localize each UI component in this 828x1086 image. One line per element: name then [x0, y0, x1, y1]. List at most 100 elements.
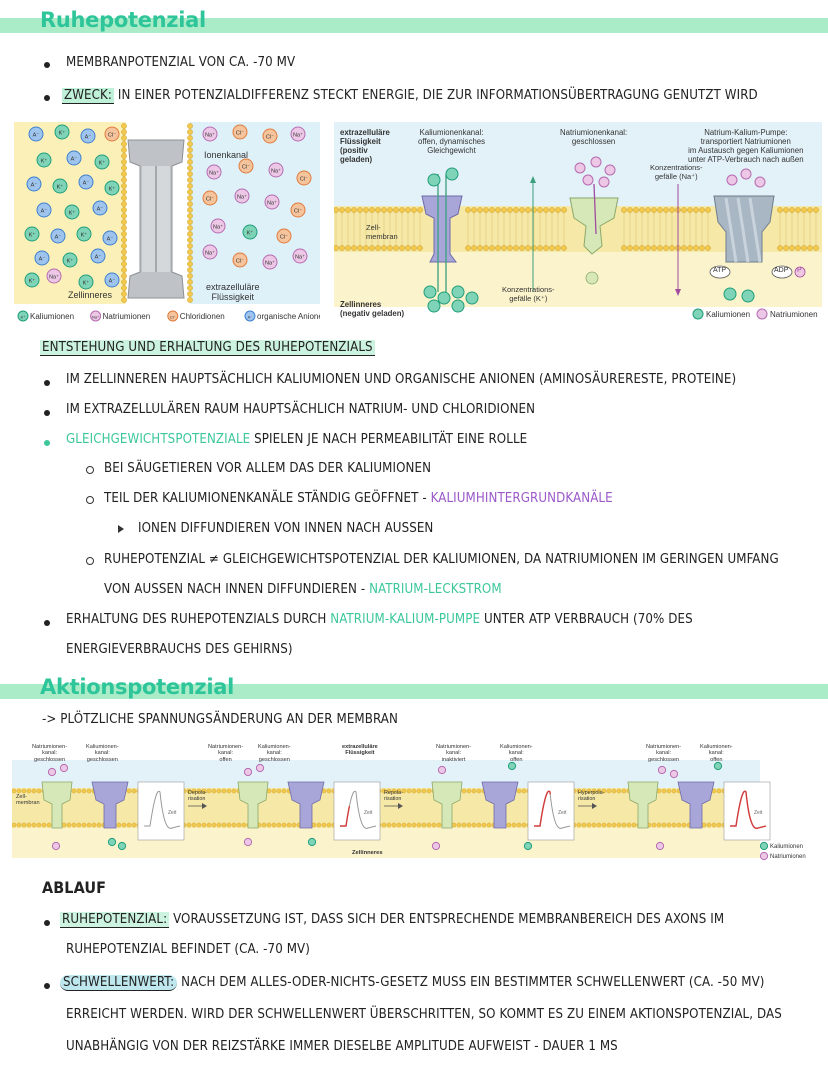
lipid-head: [645, 207, 651, 213]
ion-marker: Na⁺: [268, 162, 284, 178]
lipid-head: [789, 207, 795, 213]
svg-text:A⁻: A⁻: [71, 157, 78, 163]
text-line-r2: Ruhepotenzial befindet (ca. -70 mV): [66, 942, 310, 957]
lipid-head: [645, 245, 651, 251]
legend-label: Kaliumionen: [770, 844, 803, 850]
lipid-head: [386, 822, 392, 828]
lipid-head: [543, 245, 549, 251]
heading-entstehung-text: Entstehung und Erhaltung des Ruhepotenzi…: [40, 340, 375, 356]
lipid-head: [611, 788, 617, 794]
ion-marker: K⁺: [104, 180, 120, 196]
lipid-head: [187, 165, 193, 171]
text-sw1: nach dem Alles-oder-Nichts-Gesetz muss e…: [177, 975, 765, 990]
lipid-head: [477, 207, 483, 213]
lipid-head: [391, 788, 397, 794]
lipid-head: [651, 245, 657, 251]
lipid-head: [187, 147, 193, 153]
lipid-head: [61, 822, 67, 828]
text-r1: Voraussetzung ist, dass sich der entspre…: [169, 912, 725, 927]
lipid-head: [187, 231, 193, 237]
lipid-head: [661, 788, 667, 794]
lipid-head: [596, 788, 602, 794]
ion-marker: [437, 765, 447, 775]
svg-text:K⁺: K⁺: [21, 315, 26, 320]
lipid-head: [537, 245, 543, 251]
lipid-head: [76, 822, 82, 828]
na-channel-icon: [237, 781, 269, 829]
lipid-head: [187, 249, 193, 255]
ion-marker: A⁻: [104, 272, 120, 288]
lipid-head: [187, 123, 193, 129]
lipid-head: [681, 245, 687, 251]
svg-text:A⁻: A⁻: [97, 207, 104, 213]
lipid-head: [271, 822, 277, 828]
section-bar-aktionspotenzial: [0, 684, 828, 699]
lipid-head: [196, 822, 202, 828]
lipid-head: [777, 207, 783, 213]
lipid-head: [521, 788, 527, 794]
lipid-head: [187, 225, 193, 231]
lipid-head: [16, 822, 22, 828]
ion-marker: Cl⁻: [232, 252, 248, 268]
lipid-head: [231, 788, 237, 794]
label-extra-2: Flüssigkeit: [211, 292, 255, 302]
lipid-head: [121, 177, 127, 183]
ion-marker: [726, 174, 738, 186]
label-k-channel: Kaliumionenkanal: offen, dynamisches Gle…: [418, 128, 486, 155]
lipid-head: [716, 822, 722, 828]
fig3-channel-label: Kaliumionen- kanal: geschlossen: [86, 744, 119, 763]
lipid-head: [21, 788, 27, 794]
svg-text:Cl⁻: Cl⁻: [236, 131, 244, 137]
legend-ion-marker: [756, 308, 768, 320]
ion-marker: [117, 841, 127, 851]
ion-marker: Na⁺: [262, 254, 278, 270]
lipid-head: [426, 822, 432, 828]
lipid-head: [465, 245, 471, 251]
lipid-head: [466, 788, 472, 794]
lipid-head: [495, 245, 501, 251]
ion-marker: A⁻: [78, 174, 94, 190]
ion-marker: [431, 841, 441, 851]
lipid-head: [187, 159, 193, 165]
lipid-head: [519, 207, 525, 213]
ion-marker: K⁺: [76, 226, 92, 242]
lipid-head: [401, 822, 407, 828]
lipid-head: [121, 141, 127, 147]
svg-text:Na⁺: Na⁺: [293, 132, 303, 139]
text-s2: Teil der Kaliumionenkanäle ständig geöff…: [104, 491, 431, 506]
lipid-head: [71, 788, 77, 794]
lipid-head: [271, 788, 277, 794]
ion-marker: K⁺: [62, 252, 78, 268]
lipid-head: [606, 822, 612, 828]
svg-text:Cl⁻: Cl⁻: [300, 177, 308, 183]
lipid-head: [507, 207, 513, 213]
label-zweck: Zweck:: [62, 88, 115, 104]
lipid-head: [616, 822, 622, 828]
lipid-head: [216, 788, 222, 794]
ion-marker: K⁺: [64, 204, 80, 220]
lipid-head: [513, 245, 519, 251]
lipid-head: [286, 822, 292, 828]
term-natrium-kalium-pumpe: Natrium-Kalium-Pumpe: [330, 612, 481, 627]
lipid-head: [807, 207, 813, 213]
lipid-head: [121, 225, 127, 231]
lipid-head: [483, 207, 489, 213]
lipid-head: [516, 822, 522, 828]
lipid-head: [576, 822, 582, 828]
heading-ablauf: Ablauf: [42, 878, 107, 897]
lipid-head: [121, 189, 127, 195]
lipid-head: [121, 207, 127, 213]
ion-marker: [243, 837, 253, 847]
lipid-head: [86, 822, 92, 828]
ion-marker: A⁻: [28, 126, 44, 142]
lipid-head: [187, 273, 193, 279]
ap-curve: [144, 790, 181, 829]
section-title-aktionspotenzial: Aktionspotenzial: [40, 675, 235, 699]
legend-ion-marker: Cl⁻: [167, 310, 179, 322]
text-line-b2: im extrazellulären Raum hauptsächlich Na…: [66, 402, 536, 417]
svg-text:K⁺: K⁺: [67, 258, 74, 265]
lipid-head: [399, 245, 405, 251]
lipid-head: [291, 822, 297, 828]
